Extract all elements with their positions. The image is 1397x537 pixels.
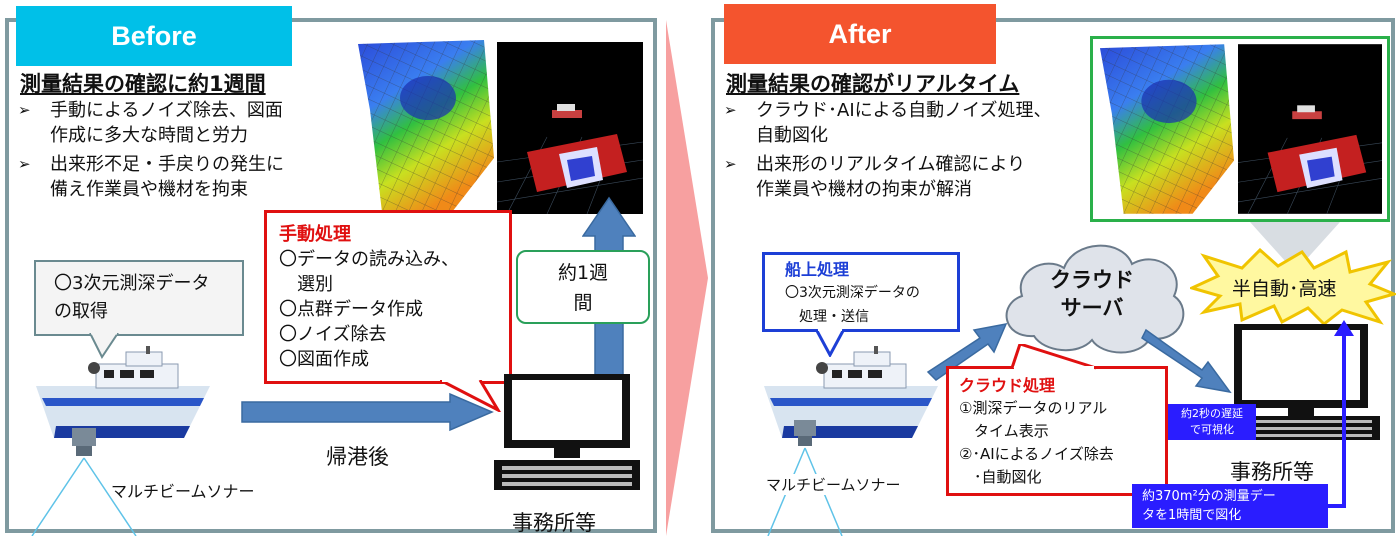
before-bullets: ➢ 手動によるノイズ除去、図面 作成に多大な時間と労力 ➢ 出来形不足・手戻りの…: [16, 98, 356, 202]
office-label-after: 事務所等: [1230, 460, 1314, 484]
after-bullet-2: ➢ 出来形のリアルタイム確認により 作業員や機材の拘束が解消: [724, 154, 1026, 200]
manual-callout-tail: [440, 380, 501, 412]
result-arrow: [1328, 320, 1354, 508]
point-cloud-render: [356, 40, 496, 212]
before-bullet-1: ➢ 手動によるノイズ除去、図面 作成に多大な時間と労力: [18, 100, 283, 146]
cloud-server-icon: [1005, 244, 1185, 354]
one-week-label: 約1週 間: [516, 250, 650, 324]
acquisition-callout: 〇3次元測深データ の取得: [34, 260, 244, 336]
speed-burst-label: 半自動･高速: [1232, 278, 1337, 300]
return-arrow: [241, 392, 494, 432]
before-tag: Before: [16, 6, 292, 66]
after-tag: After: [724, 4, 996, 64]
arrow-bullet-icon: ➢: [18, 155, 31, 173]
sonar-label-after: マルチビームソナー: [766, 474, 901, 495]
cloud-processing-title: クラウド処理: [959, 376, 1056, 395]
callout-tail: [89, 333, 119, 359]
speed-burst-icon: [1190, 248, 1396, 326]
download-arrow: [1141, 328, 1232, 394]
manual-processing-box: 手動処理 〇データの読み込み、 選別 〇点群データ作成 〇ノイズ除去 〇図面作成: [264, 210, 512, 384]
cloud-processing-box: クラウド処理 ①測深データのリアル タイム表示 ②･AIによるノイズ除去 ･自動…: [946, 366, 1168, 496]
sonar-label: マルチビームソナー: [111, 482, 255, 501]
cloud-server-label: クラウド サーバ: [1050, 268, 1134, 320]
arrow-bullet-icon: ➢: [724, 101, 737, 119]
return-label: 帰港後: [326, 445, 389, 469]
area-note: 約370m²分の測量デー タを1時間で図化: [1132, 484, 1328, 528]
sonar-icon: [31, 428, 137, 536]
onboard-processing-box: 船上処理 〇3次元測深データの 処理・送信: [762, 252, 960, 332]
before-after-arrow: [666, 20, 708, 536]
before-heading: 測量結果の確認に約1週間: [20, 72, 266, 96]
cloud-processing-tail: [1010, 344, 1097, 370]
after-heading: 測量結果の確認がリアルタイム: [726, 72, 1020, 96]
delay-note: 約2秒の遅延 で可視化: [1168, 404, 1256, 440]
arrow-bullet-icon: ➢: [724, 155, 737, 173]
before-bullet-2: ➢ 出来形不足・手戻りの発生に 備え作業員や機材を拘束: [18, 154, 284, 200]
onboard-callout-tail: [814, 329, 846, 357]
ship-3d-render: [497, 42, 643, 214]
ship-3d-render-after: [1238, 44, 1382, 214]
point-cloud-render-after: [1098, 44, 1236, 214]
highlight-wedge: [1250, 222, 1340, 272]
computer-icon: [494, 374, 640, 490]
arrow-bullet-icon: ➢: [18, 101, 31, 119]
office-label: 事務所等: [512, 511, 596, 535]
after-bullets: ➢ クラウド･AIによる自動ノイズ処理、 自動図化 ➢ 出来形のリアルタイム確認…: [722, 98, 1092, 202]
onboard-processing-title: 船上処理: [785, 260, 850, 279]
manual-processing-title: 手動処理: [279, 224, 351, 245]
after-bullet-1: ➢ クラウド･AIによる自動ノイズ処理、 自動図化: [724, 100, 1052, 146]
